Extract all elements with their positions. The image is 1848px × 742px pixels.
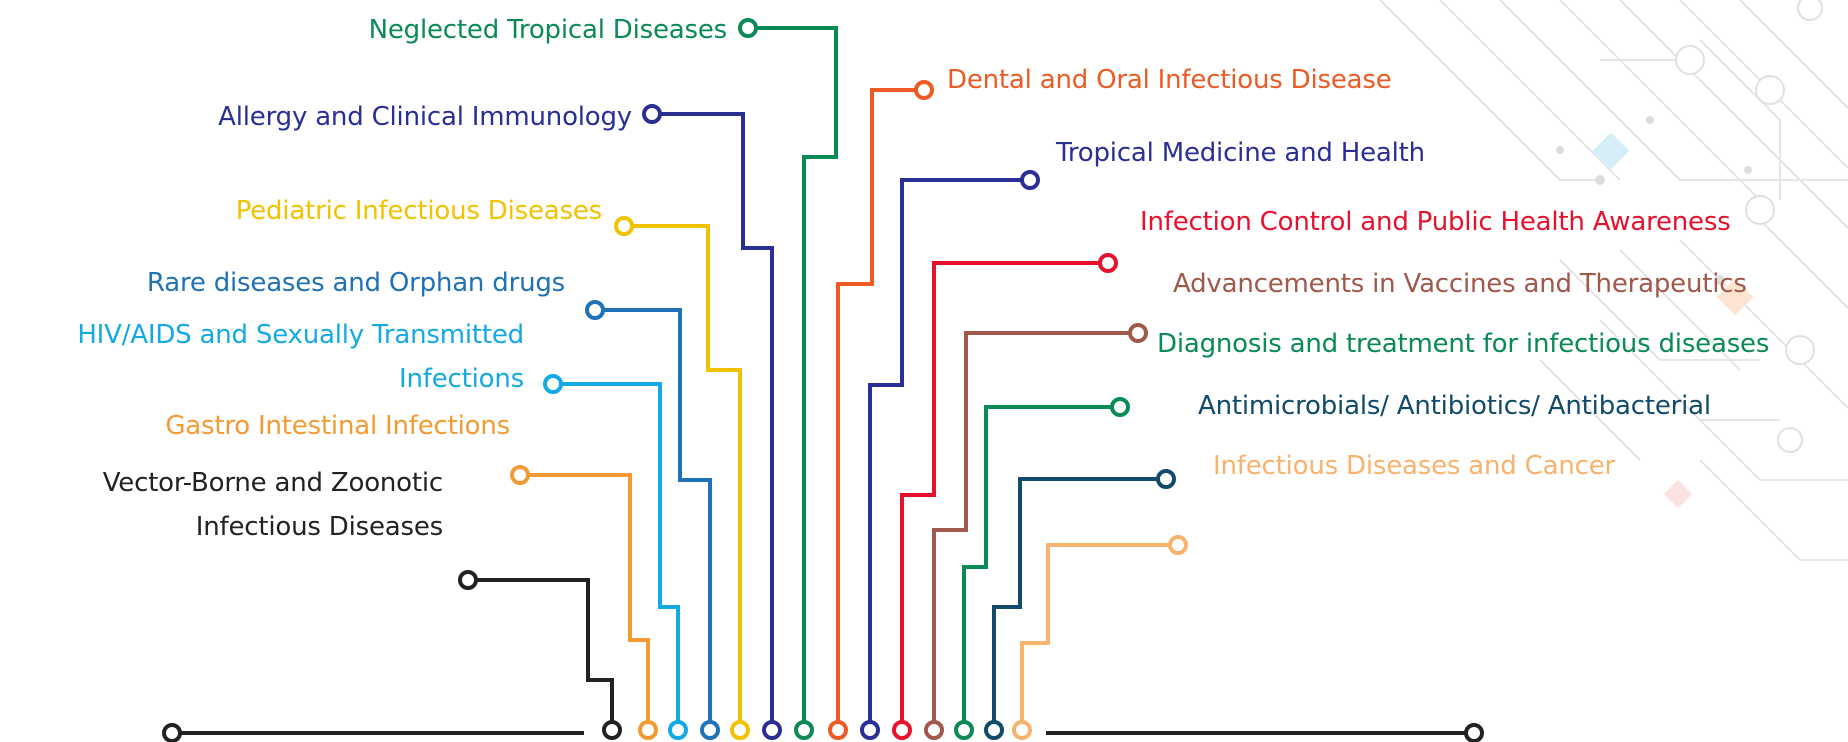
label-terminal-vaccines xyxy=(1130,325,1146,341)
wire-diagnosis xyxy=(964,407,1120,730)
label-terminal-gastro xyxy=(512,467,528,483)
wire-hiv xyxy=(553,384,678,730)
label-terminal-tropical xyxy=(1022,172,1038,188)
topic-label-vector-line-2: Infectious Diseases xyxy=(103,505,443,549)
bottom-terminal-diagnosis xyxy=(956,722,972,738)
bottom-terminal-infection-control xyxy=(894,722,910,738)
wire-dental xyxy=(838,90,924,730)
bottom-terminal-gastro xyxy=(640,722,656,738)
topic-label-neglected: Neglected Tropical Diseases xyxy=(369,8,727,52)
topic-label-tropical: Tropical Medicine and Health xyxy=(1056,131,1425,175)
topic-label-vector: Vector-Borne and Zoonotic Infectious Dis… xyxy=(103,461,443,549)
label-terminal-dental xyxy=(916,82,932,98)
bottom-terminal-dental xyxy=(830,722,846,738)
topic-label-vaccines: Advancements in Vaccines and Therapeutic… xyxy=(1173,262,1747,306)
baseline-right-terminal xyxy=(1466,725,1482,741)
label-terminal-antimicrobials xyxy=(1158,471,1174,487)
baseline-left-terminal xyxy=(164,725,180,741)
topic-label-rare: Rare diseases and Orphan drugs xyxy=(147,261,565,305)
label-terminal-cancer xyxy=(1170,537,1186,553)
wire-antimicrobials xyxy=(994,479,1166,730)
label-terminal-pediatric xyxy=(616,218,632,234)
bottom-terminal-pediatric xyxy=(732,722,748,738)
bottom-terminal-hiv xyxy=(670,722,686,738)
topic-label-antimicrobials: Antimicrobials/ Antibiotics/ Antibacteri… xyxy=(1198,384,1711,428)
label-terminal-infection-control xyxy=(1100,255,1116,271)
label-terminal-rare xyxy=(587,302,603,318)
bottom-terminal-cancer xyxy=(1014,722,1030,738)
topic-label-hiv-line-2: Infections xyxy=(77,357,524,401)
topic-label-vector-line-1: Vector-Borne and Zoonotic xyxy=(103,461,443,505)
label-terminal-allergy xyxy=(644,106,660,122)
bottom-terminal-tropical xyxy=(862,722,878,738)
topic-label-allergy: Allergy and Clinical Immunology xyxy=(218,95,632,139)
bottom-terminal-vector xyxy=(604,722,620,738)
topic-label-diagnosis: Diagnosis and treatment for infectious d… xyxy=(1157,322,1769,366)
label-terminal-neglected xyxy=(740,20,756,36)
bottom-terminal-antimicrobials xyxy=(986,722,1002,738)
topic-label-dental: Dental and Oral Infectious Disease xyxy=(947,58,1392,102)
wire-neglected xyxy=(748,28,836,730)
topic-label-cancer: Infectious Diseases and Cancer xyxy=(1213,444,1615,488)
topic-label-gastro: Gastro Intestinal Infections xyxy=(165,404,510,448)
bottom-terminal-neglected xyxy=(796,722,812,738)
topic-label-infection-control: Infection Control and Public Health Awar… xyxy=(1140,200,1731,244)
bottom-terminal-allergy xyxy=(764,722,780,738)
label-terminal-vector xyxy=(460,572,476,588)
wire-rare xyxy=(595,310,710,730)
bottom-terminal-vaccines xyxy=(926,722,942,738)
wire-vector xyxy=(468,580,612,730)
topic-label-hiv: HIV/AIDS and Sexually Transmitted Infect… xyxy=(77,313,524,401)
topic-label-pediatric: Pediatric Infectious Diseases xyxy=(236,189,602,233)
bottom-terminal-rare xyxy=(702,722,718,738)
label-terminal-diagnosis xyxy=(1112,399,1128,415)
label-terminal-hiv xyxy=(545,376,561,392)
wire-cancer xyxy=(1022,545,1178,730)
wire-gastro xyxy=(520,475,648,730)
topic-label-hiv-line-1: HIV/AIDS and Sexually Transmitted xyxy=(77,313,524,357)
